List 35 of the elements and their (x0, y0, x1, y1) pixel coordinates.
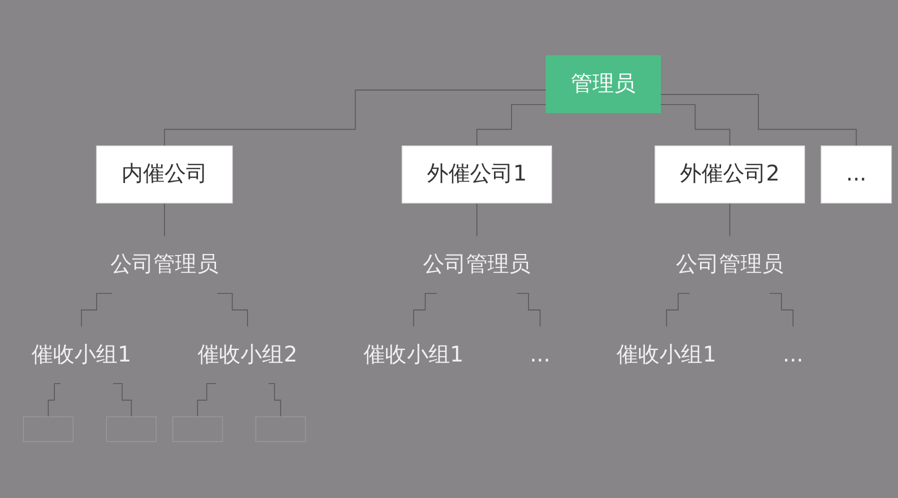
node-box (23, 416, 74, 442)
connector (476, 104, 547, 147)
node-box: 外催公司2 (654, 146, 805, 204)
connector (268, 384, 282, 418)
connector (729, 203, 730, 237)
connector (413, 293, 438, 328)
connector (216, 293, 248, 328)
connector (112, 384, 132, 418)
node-text: 催收小组1 (31, 342, 132, 368)
connector (516, 293, 541, 328)
connector (197, 384, 216, 418)
node-text: ... (782, 342, 804, 368)
node-box (106, 416, 157, 442)
node-text: 催收小组1 (364, 342, 464, 368)
node-box: ... (820, 146, 892, 204)
node-text: 催收小组2 (198, 342, 298, 368)
node-box: 外催公司1 (402, 146, 552, 204)
node-text: 公司管理员 (110, 252, 218, 278)
connector (48, 384, 61, 418)
connector (660, 94, 857, 147)
connector (769, 293, 794, 328)
connector (164, 203, 165, 237)
node-box (255, 416, 306, 442)
node-text: ... (530, 342, 550, 368)
node-text: 催收小组1 (616, 342, 716, 368)
connector (164, 90, 547, 147)
node-box: 内催公司 (96, 146, 233, 204)
connector (81, 293, 112, 328)
node-box: 管理员 (546, 56, 661, 114)
node-box (172, 416, 223, 442)
connector (666, 293, 690, 328)
node-text: 公司管理员 (423, 252, 531, 278)
connector (660, 104, 730, 147)
connector (476, 203, 478, 237)
node-text: 公司管理员 (676, 252, 784, 278)
